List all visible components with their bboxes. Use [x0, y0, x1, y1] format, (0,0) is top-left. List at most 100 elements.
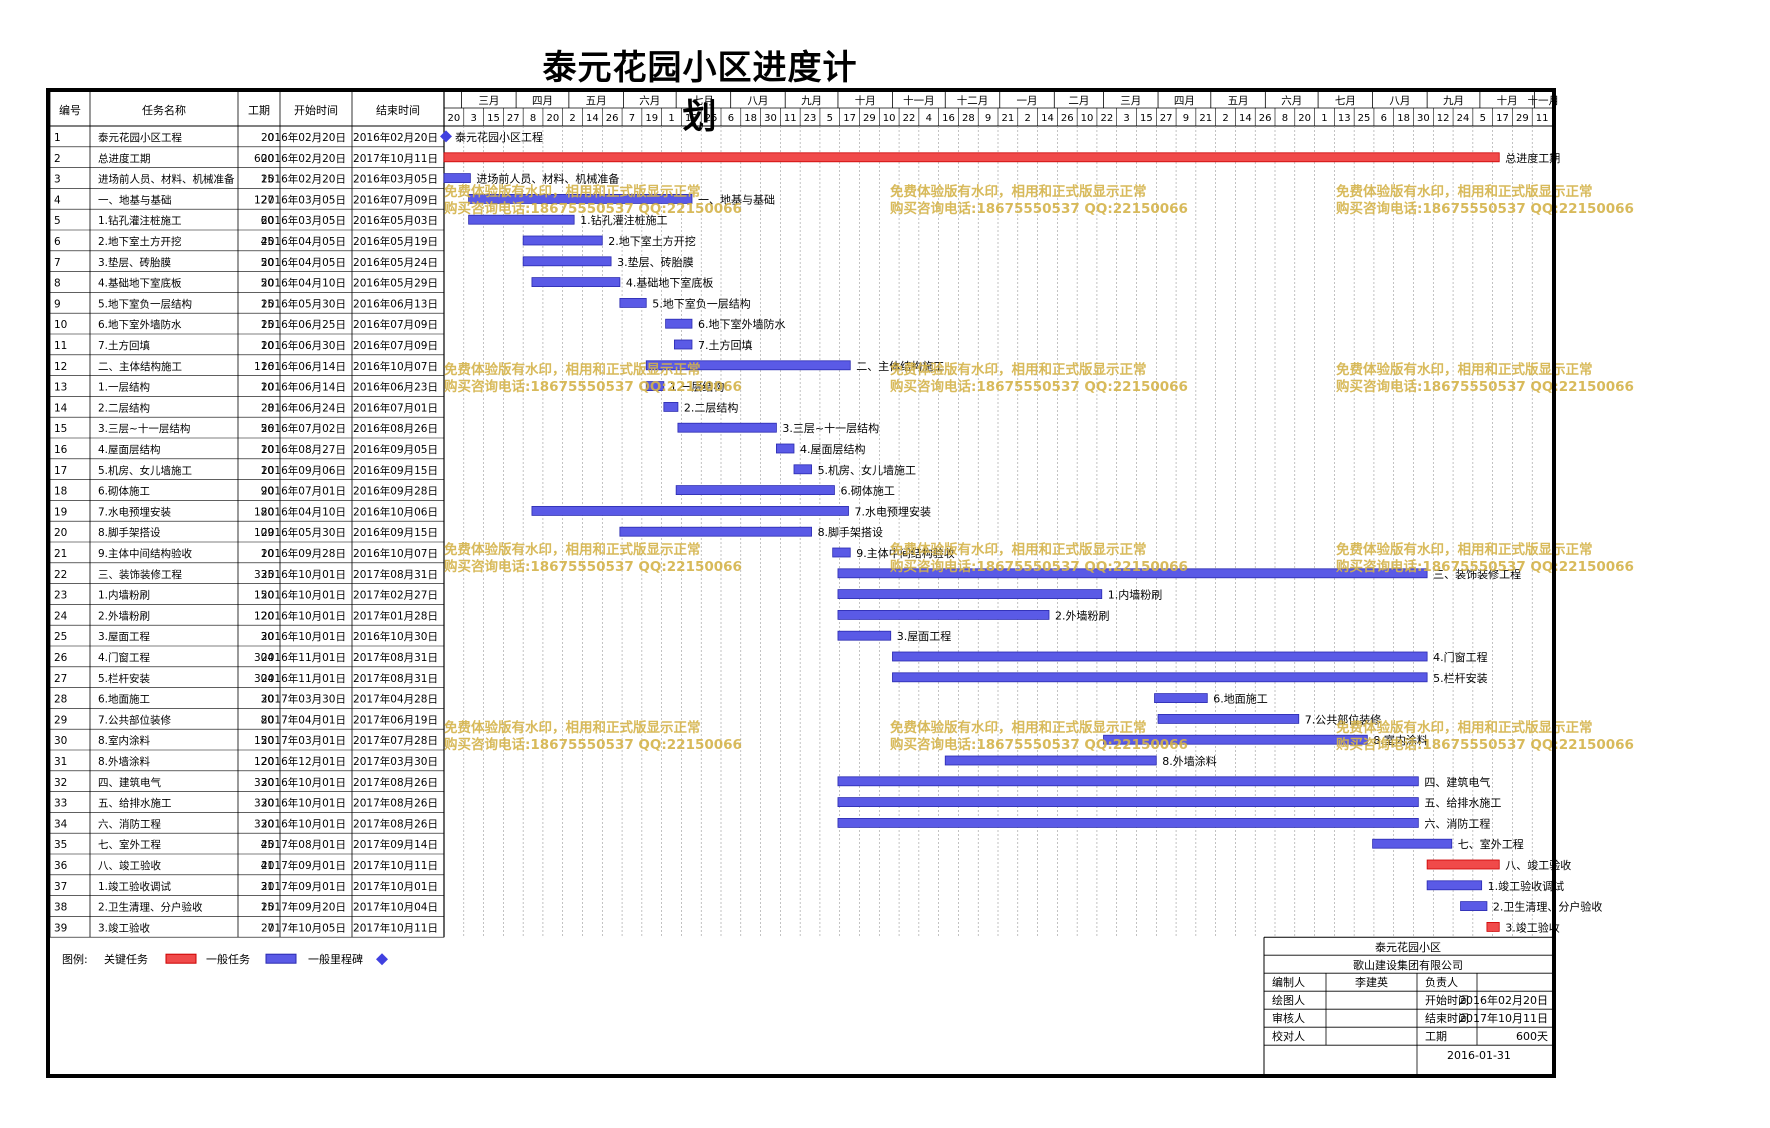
task-name: 3.竣工验收: [98, 921, 151, 934]
task-end: 2016年07月01日: [353, 401, 438, 414]
task-bar: [619, 297, 647, 308]
tick-label: 5: [1480, 113, 1486, 124]
task-duration: 45: [261, 236, 274, 248]
tick-label: 3: [470, 113, 476, 124]
month-label: 三月: [1120, 95, 1141, 107]
bar-label: 2.二层结构: [684, 400, 739, 414]
legend-title: 图例:: [62, 952, 88, 966]
titleblock-label: 审核人: [1272, 1011, 1305, 1025]
tick-label: 21: [1199, 113, 1212, 124]
tick-label: 10: [883, 113, 896, 124]
month-label: 六月: [639, 95, 660, 107]
task-bar: [892, 651, 1428, 662]
task-name: 5.机房、女儿墙施工: [98, 464, 192, 477]
task-bar: [944, 755, 1157, 766]
bar-label: 进场前人员、材料、机械准备: [476, 172, 619, 186]
task-name: 1.竣工验收调试: [98, 880, 172, 893]
titleblock-value: 600天: [1516, 1030, 1548, 1043]
task-start: 2016年06月14日: [261, 360, 346, 373]
task-bar: [837, 797, 1419, 807]
task-duration: 50: [261, 278, 274, 290]
bar-label: 6.地面施工: [1213, 693, 1268, 706]
task-name: 三、装饰装修工程: [98, 568, 182, 581]
task-bar: [837, 776, 1419, 787]
task-end: 2017年08月26日: [353, 817, 438, 830]
tick-label: 20: [1298, 113, 1311, 124]
watermark-text: 购买咨询电话:18675550537 QQ:22150066: [1336, 558, 1634, 575]
task-no: 16: [54, 444, 68, 456]
tick-label: 25: [1358, 113, 1371, 124]
task-duration: 45: [261, 839, 274, 851]
task-name: 6.地下室外墙防水: [98, 318, 182, 331]
legend-milestone-swatch: [376, 953, 388, 966]
bar-label: 3.竣工验收: [1505, 920, 1560, 934]
bar-label: 3.屋面工程: [897, 630, 952, 643]
task-name: 6.地面施工: [98, 693, 150, 706]
tick-label: 9: [1183, 113, 1189, 124]
tick-label: 14: [586, 113, 599, 124]
titleblock-label: 负责人: [1425, 975, 1458, 989]
bar-label: 3.三层~十一层结构: [782, 421, 879, 435]
watermark-text: 购买咨询电话:18675550537 QQ:22150066: [890, 736, 1188, 753]
month-label: 五月: [1228, 95, 1249, 107]
task-duration: 15: [261, 174, 274, 186]
task-name: 8.脚手架搭设: [98, 526, 161, 539]
bar-label: 1.竣工验收调试: [1488, 879, 1565, 893]
month-label: 八月: [1389, 95, 1410, 107]
bar-label: 7.土方回填: [698, 338, 753, 352]
task-no: 4: [54, 194, 61, 206]
tick-label: 20: [448, 113, 461, 124]
tick-label: 23: [804, 113, 817, 124]
task-end: 2017年01月28日: [353, 609, 438, 622]
tick-label: 29: [1516, 113, 1529, 124]
task-start: 2016年08月27日: [261, 443, 346, 456]
titleblock-label: 编制人: [1272, 975, 1305, 989]
task-end: 2017年10月11日: [353, 921, 438, 934]
task-duration: 335: [254, 569, 274, 581]
task-bar: [468, 214, 575, 225]
tick-label: 30: [764, 113, 777, 124]
bar-label: 2.卫生清理、分户验收: [1493, 900, 1603, 914]
task-bar: [1103, 734, 1368, 745]
task-end: 2017年10月01日: [353, 880, 438, 893]
watermark-text: 免费体验版有水印，相用和正式版显示正常: [1336, 719, 1593, 736]
task-name: 5.栏杆安装: [98, 672, 151, 685]
task-start: 2016年06月25日: [261, 318, 346, 331]
task-end: 2016年10月07日: [353, 547, 438, 560]
month-label: 十二月: [957, 94, 989, 107]
tick-label: 29: [863, 113, 876, 124]
month-label: 三月: [478, 95, 499, 107]
tick-label: 2: [1222, 113, 1228, 124]
task-no: 2: [54, 153, 61, 165]
task-name: 2.外墙粉刷: [98, 609, 150, 622]
task-end: 2016年07月09日: [353, 339, 438, 352]
task-no: 26: [54, 652, 68, 664]
task-bar: [832, 547, 851, 558]
tick-label: 15: [487, 113, 500, 124]
task-end: 2016年09月15日: [353, 526, 438, 539]
task-duration: 180: [254, 506, 274, 518]
bar-label: 四、建筑电气: [1424, 775, 1490, 789]
header-end: 结束时间: [376, 104, 420, 117]
tick-label: 13: [685, 113, 698, 124]
tick-label: 9: [985, 113, 991, 124]
tick-label: 18: [1397, 113, 1410, 124]
task-duration: 15: [261, 298, 274, 310]
task-name: 八、竣工验收: [98, 859, 161, 872]
bar-label: 5.栏杆安装: [1433, 671, 1488, 685]
bar-label: 2.地下室土方开挖: [608, 234, 696, 248]
tick-label: 2: [1024, 113, 1030, 124]
task-no: 28: [54, 694, 67, 706]
task-no: 33: [54, 798, 67, 810]
tick-label: 19: [645, 113, 658, 124]
task-end: 2016年09月15日: [353, 464, 438, 477]
task-no: 10: [54, 319, 67, 331]
month-label: 八月: [747, 95, 768, 107]
task-no: 32: [54, 777, 67, 789]
legend-critical-label: 关键任务: [104, 952, 148, 966]
bar-label: 9.主体中间结构验收: [856, 546, 955, 560]
task-name: 2.地下室土方开挖: [98, 235, 182, 248]
tick-label: 22: [1100, 113, 1113, 124]
task-name: 2.二层结构: [98, 401, 150, 414]
tick-label: 1: [1321, 113, 1327, 124]
